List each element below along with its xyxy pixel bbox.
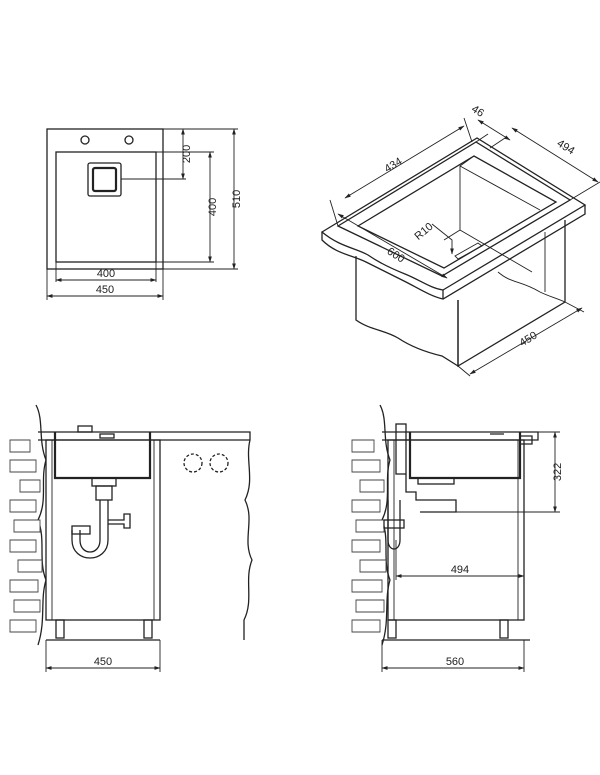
top-view: 400 450 200 400 510 [46,128,243,300]
sink-bowl-wall [443,155,541,273]
side-sink-bowl [408,432,522,480]
dim-400-width: 400 [97,268,115,280]
isometric-view: 46 434 494 R10 600 450 [320,103,600,377]
dim-400-depth: 400 [207,198,219,216]
dim-510-depth: 510 [231,190,243,208]
side-view: 322 494 560 [351,404,564,672]
wall-socket-icon [209,453,229,473]
front-overflow [99,433,115,439]
siphon-icon [71,477,131,559]
dim-450-cabinet: 450 [517,330,539,350]
dim-494-depth: 494 [451,564,469,576]
sink-bowl-outline [55,151,157,263]
side-siphon-icon [383,474,457,550]
tap-hole-icon [80,135,90,145]
side-leg [499,619,509,639]
front-view: 450 [9,404,253,672]
drain-outer-icon [87,162,122,197]
cabinet-right-face [457,220,566,368]
dim-434-width: 434 [382,156,404,176]
side-overflow [490,433,533,445]
side-tap [395,423,407,475]
dim-200-offset: 200 [181,145,193,163]
front-leg [143,619,153,639]
front-cabinet [45,439,161,621]
front-sink-bowl [53,432,152,480]
sink-outer-outline [46,128,164,270]
dim-494-frame: 494 [555,138,577,158]
brick-wall [9,404,47,646]
sink-frame-outer [336,141,572,277]
cabinet-inner-cut [497,271,566,303]
dim-450-width: 450 [96,284,114,296]
side-cabinet [387,439,525,621]
side-leg [387,619,397,639]
front-countertop [38,431,253,640]
dim-450-front: 450 [94,656,112,668]
brick-wall [351,404,391,646]
wall-socket-icon [183,453,203,473]
cabinet-left-face [355,256,459,368]
dim-46-flange: 46 [469,103,486,120]
dim-322-height: 322 [552,463,564,481]
sink-drain-top [454,242,483,260]
front-tap-base [77,425,93,433]
dim-560-side: 560 [446,656,464,668]
front-leg [55,619,65,639]
tap-hole-icon [124,135,134,145]
drain-inner-icon [91,166,118,193]
